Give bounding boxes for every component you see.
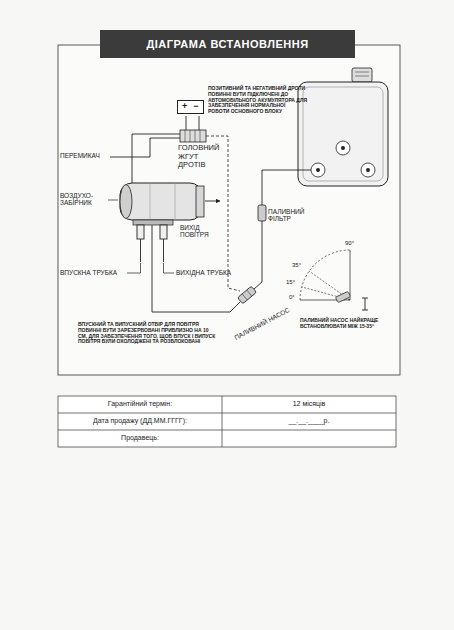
air-note: ВПУСКНИЙ ТА ВИПУСКНИЙ ОТВІР ДЛЯ ПОВІТРЯ …: [78, 322, 216, 345]
terminal-sign: +: [182, 101, 187, 113]
battery-box: +−: [177, 100, 204, 114]
switch-label: ПЕРЕМИКАЧ: [60, 152, 100, 159]
angle-label: 90°: [345, 240, 354, 247]
fuel-tank: [298, 68, 388, 186]
title: ДІАГРАМА ВСТАНОВЛЕННЯ: [100, 30, 355, 58]
warranty-table: [58, 396, 396, 447]
air-outlet-label: ВИХІД ПОВІТРЯ: [180, 224, 222, 239]
pump-wire: [206, 136, 240, 291]
air-intake-label: ВОЗДУХО- ЗАБІРНИК: [60, 192, 108, 207]
pump-note: ПАЛИВНИЙ НАСОС НАЙКРАЩЕ ВСТАНОВЛЮВАТИ МІ…: [300, 318, 396, 330]
frame: [58, 45, 400, 375]
table-cell: Гарантійний термін:: [58, 396, 222, 413]
fuel-pump: [238, 286, 257, 304]
fuel-filter-label: ПАЛИВНИЙ ФІЛЬТР: [268, 208, 312, 223]
table-cell: 12 місяців: [222, 396, 396, 413]
angle-label: 35°: [292, 262, 301, 269]
fuel-filter: [258, 205, 266, 221]
table-cell: __.__.____р.: [222, 413, 396, 430]
harness-label: ГОЛОВНИЙ ЖГУТ ДРОТІВ: [178, 144, 224, 170]
table-cell: Продавець:: [58, 430, 222, 447]
wiring-harness: [180, 130, 206, 142]
terminal-sign: −: [193, 101, 198, 113]
title-banner: [100, 30, 355, 58]
angle-label: 0°: [289, 294, 295, 301]
fuel-line: [262, 170, 311, 205]
angle-label: 15°: [286, 279, 295, 286]
intake-pipe-label: ВПУСКНА ТРУБКА: [60, 269, 117, 276]
outlet-pipe-label: ВИХІДНА ТРУБКА: [176, 269, 231, 276]
table-cell: Дата продажу (ДД.ММ.ГГГГ):: [58, 413, 222, 430]
heater: [120, 183, 220, 225]
fuel-line: [254, 221, 262, 289]
fuel-line: [152, 225, 240, 312]
battery-note: ПОЗИТИВНИЙ ТА НЕГАТИВНИЙ ДРОТИ ПОВИННІ Б…: [208, 86, 308, 115]
angle-diagram: [300, 250, 368, 310]
leader-lines: [108, 200, 266, 273]
